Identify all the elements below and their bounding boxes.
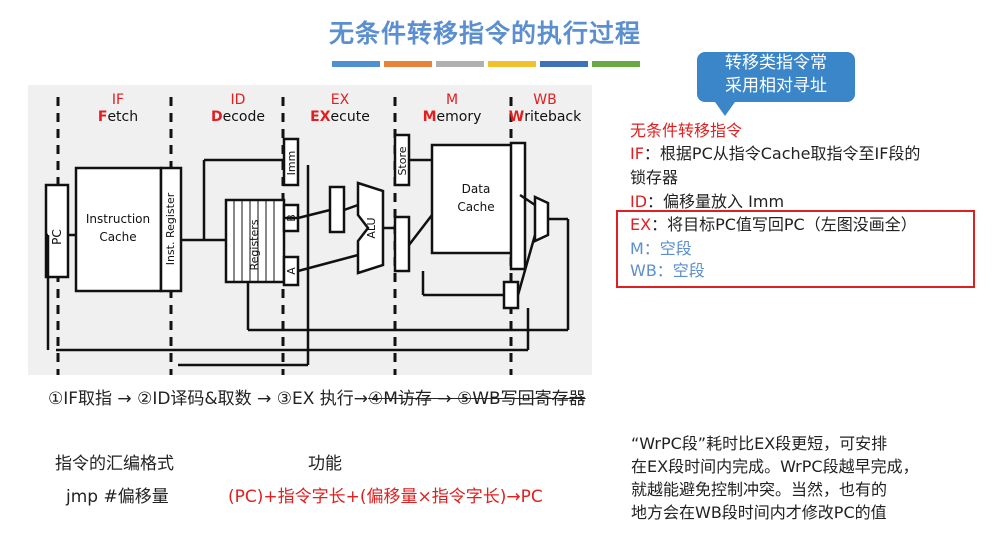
stage-wb-rest: riteback <box>524 109 582 125</box>
format-func: (PC)+指令字长+(偏移量×指令字长)→PC <box>228 487 543 507</box>
wb-latch-small <box>502 280 520 310</box>
color-bar-5 <box>540 61 588 67</box>
callout-bubble: 转移类指令常 采用相对寻址 <box>697 52 855 116</box>
right-if-text: ：根据PC从指令Cache取指令至IF段的 <box>643 144 921 163</box>
a-label: A <box>285 267 298 275</box>
color-bar-4 <box>488 61 536 67</box>
stage-if-rest: etch <box>107 109 138 125</box>
instruction-cache-label-2: Cache <box>99 230 136 244</box>
instruction-cache-box <box>74 166 163 293</box>
instruction-cache-label-1: Instruction <box>86 212 150 226</box>
inst-register-box <box>159 166 183 293</box>
format-header-left: 指令的汇编格式 <box>55 454 174 474</box>
svg-text:Fetch: Fetch <box>98 109 138 125</box>
pipeline-diagram: IF Fetch ID Decode EX EXecute M Memory W… <box>28 85 592 375</box>
pipeline-steps: ①IF取指 → ②ID译码&取数 → ③EX 执行→④M访存 → ⑤WB写回寄存… <box>48 384 586 409</box>
stage-id-rest: ecode <box>223 109 265 125</box>
imm-label: Imm <box>285 151 298 176</box>
svg-text:Memory: Memory <box>423 109 482 125</box>
right-m-line: M：空段 <box>630 239 692 258</box>
stage-m-code: M <box>446 92 458 108</box>
right-id-line: ID：偏移量放入 Imm <box>630 191 784 213</box>
stage-wb-code: WB <box>533 92 556 108</box>
right-heading: 无条件转移指令 <box>630 121 743 140</box>
stage-id-first: D <box>211 109 223 125</box>
color-bar-2 <box>384 61 432 67</box>
note-line-2: 在EX段时间内完成。WrPC段越早完成， <box>631 457 919 476</box>
alu-label: ALU <box>365 217 378 238</box>
svg-text:Decode: Decode <box>211 109 265 125</box>
registers-label: Registers <box>248 219 261 270</box>
callout-line-1: 转移类指令常 <box>725 53 827 73</box>
data-cache-box <box>430 143 522 255</box>
right-ex-text: ：将目标PC值写回PC（左图没画全） <box>651 215 917 234</box>
stage-if-code: IF <box>112 92 124 108</box>
right-wb-line: WB：空段 <box>630 261 705 280</box>
alu-shape <box>356 181 385 275</box>
note-text: “WrPC段”耗时比EX段更短，可安排 在EX段时间内完成。WrPC段越早完成，… <box>631 432 976 524</box>
svg-text:Writeback: Writeback <box>509 109 582 125</box>
color-bar-1 <box>332 61 380 67</box>
stage-ex-rest: ecute <box>331 109 370 125</box>
note-line-3: 就越能避免控制冲突。当然，也有的 <box>631 480 888 499</box>
ex-mem-latch <box>393 215 411 273</box>
stage-wb-first: W <box>509 109 524 125</box>
note-line-4: 地方会在WB段时间内才修改PC的值 <box>631 503 887 522</box>
stage-m-first: M <box>423 109 437 125</box>
stage-m-rest: emory <box>437 109 482 125</box>
mux-wb <box>533 195 550 243</box>
mem-wb-latch <box>509 141 527 271</box>
b-label: B <box>285 214 298 222</box>
format-header-right: 功能 <box>308 454 342 474</box>
color-bar-3 <box>436 61 484 67</box>
note-line-1: “WrPC段”耗时比EX段更短，可安排 <box>631 434 888 453</box>
color-bar-6 <box>592 61 640 67</box>
data-cache-label-2: Cache <box>457 200 494 214</box>
right-if-line: IF：根据PC从指令Cache取指令至IF段的 <box>630 143 920 165</box>
steps-struck: ④M访存 → ⑤WB写回寄存器 <box>368 389 586 409</box>
format-asm: jmp #偏移量 <box>66 487 169 507</box>
page-title: 无条件转移指令的执行过程 <box>328 19 641 48</box>
right-id-text: ：偏移量放入 Imm <box>647 192 785 211</box>
store-label: Store <box>396 146 409 175</box>
stage-id-code: ID <box>231 92 246 108</box>
right-if-label: IF <box>630 144 644 163</box>
inst-register-label: Inst. Register <box>164 192 177 265</box>
right-if-line-2: 锁存器 <box>630 168 679 187</box>
pc-register <box>44 183 70 279</box>
stage-if-first: F <box>98 109 108 125</box>
svg-text:EXecute: EXecute <box>310 109 370 125</box>
right-ex-line: EX：将目标PC值写回PC（左图没画全） <box>630 214 917 236</box>
imm-latch <box>282 137 300 187</box>
callout-line-2: 采用相对寻址 <box>725 76 827 96</box>
highlight-box <box>616 210 975 288</box>
data-cache-label-1: Data <box>462 182 491 196</box>
stage-ex-first: EX <box>310 109 331 125</box>
steps-normal: ①IF取指 → ②ID译码&取数 → ③EX 执行→ <box>48 389 369 409</box>
right-id-label: ID <box>630 192 648 211</box>
pipeline-svg: IF Fetch ID Decode EX EXecute M Memory W… <box>44 92 582 375</box>
stage-ex-code: EX <box>331 92 350 108</box>
mux-ex <box>328 185 346 234</box>
pc-label: PC <box>50 229 64 245</box>
right-ex-label: EX <box>630 215 652 234</box>
